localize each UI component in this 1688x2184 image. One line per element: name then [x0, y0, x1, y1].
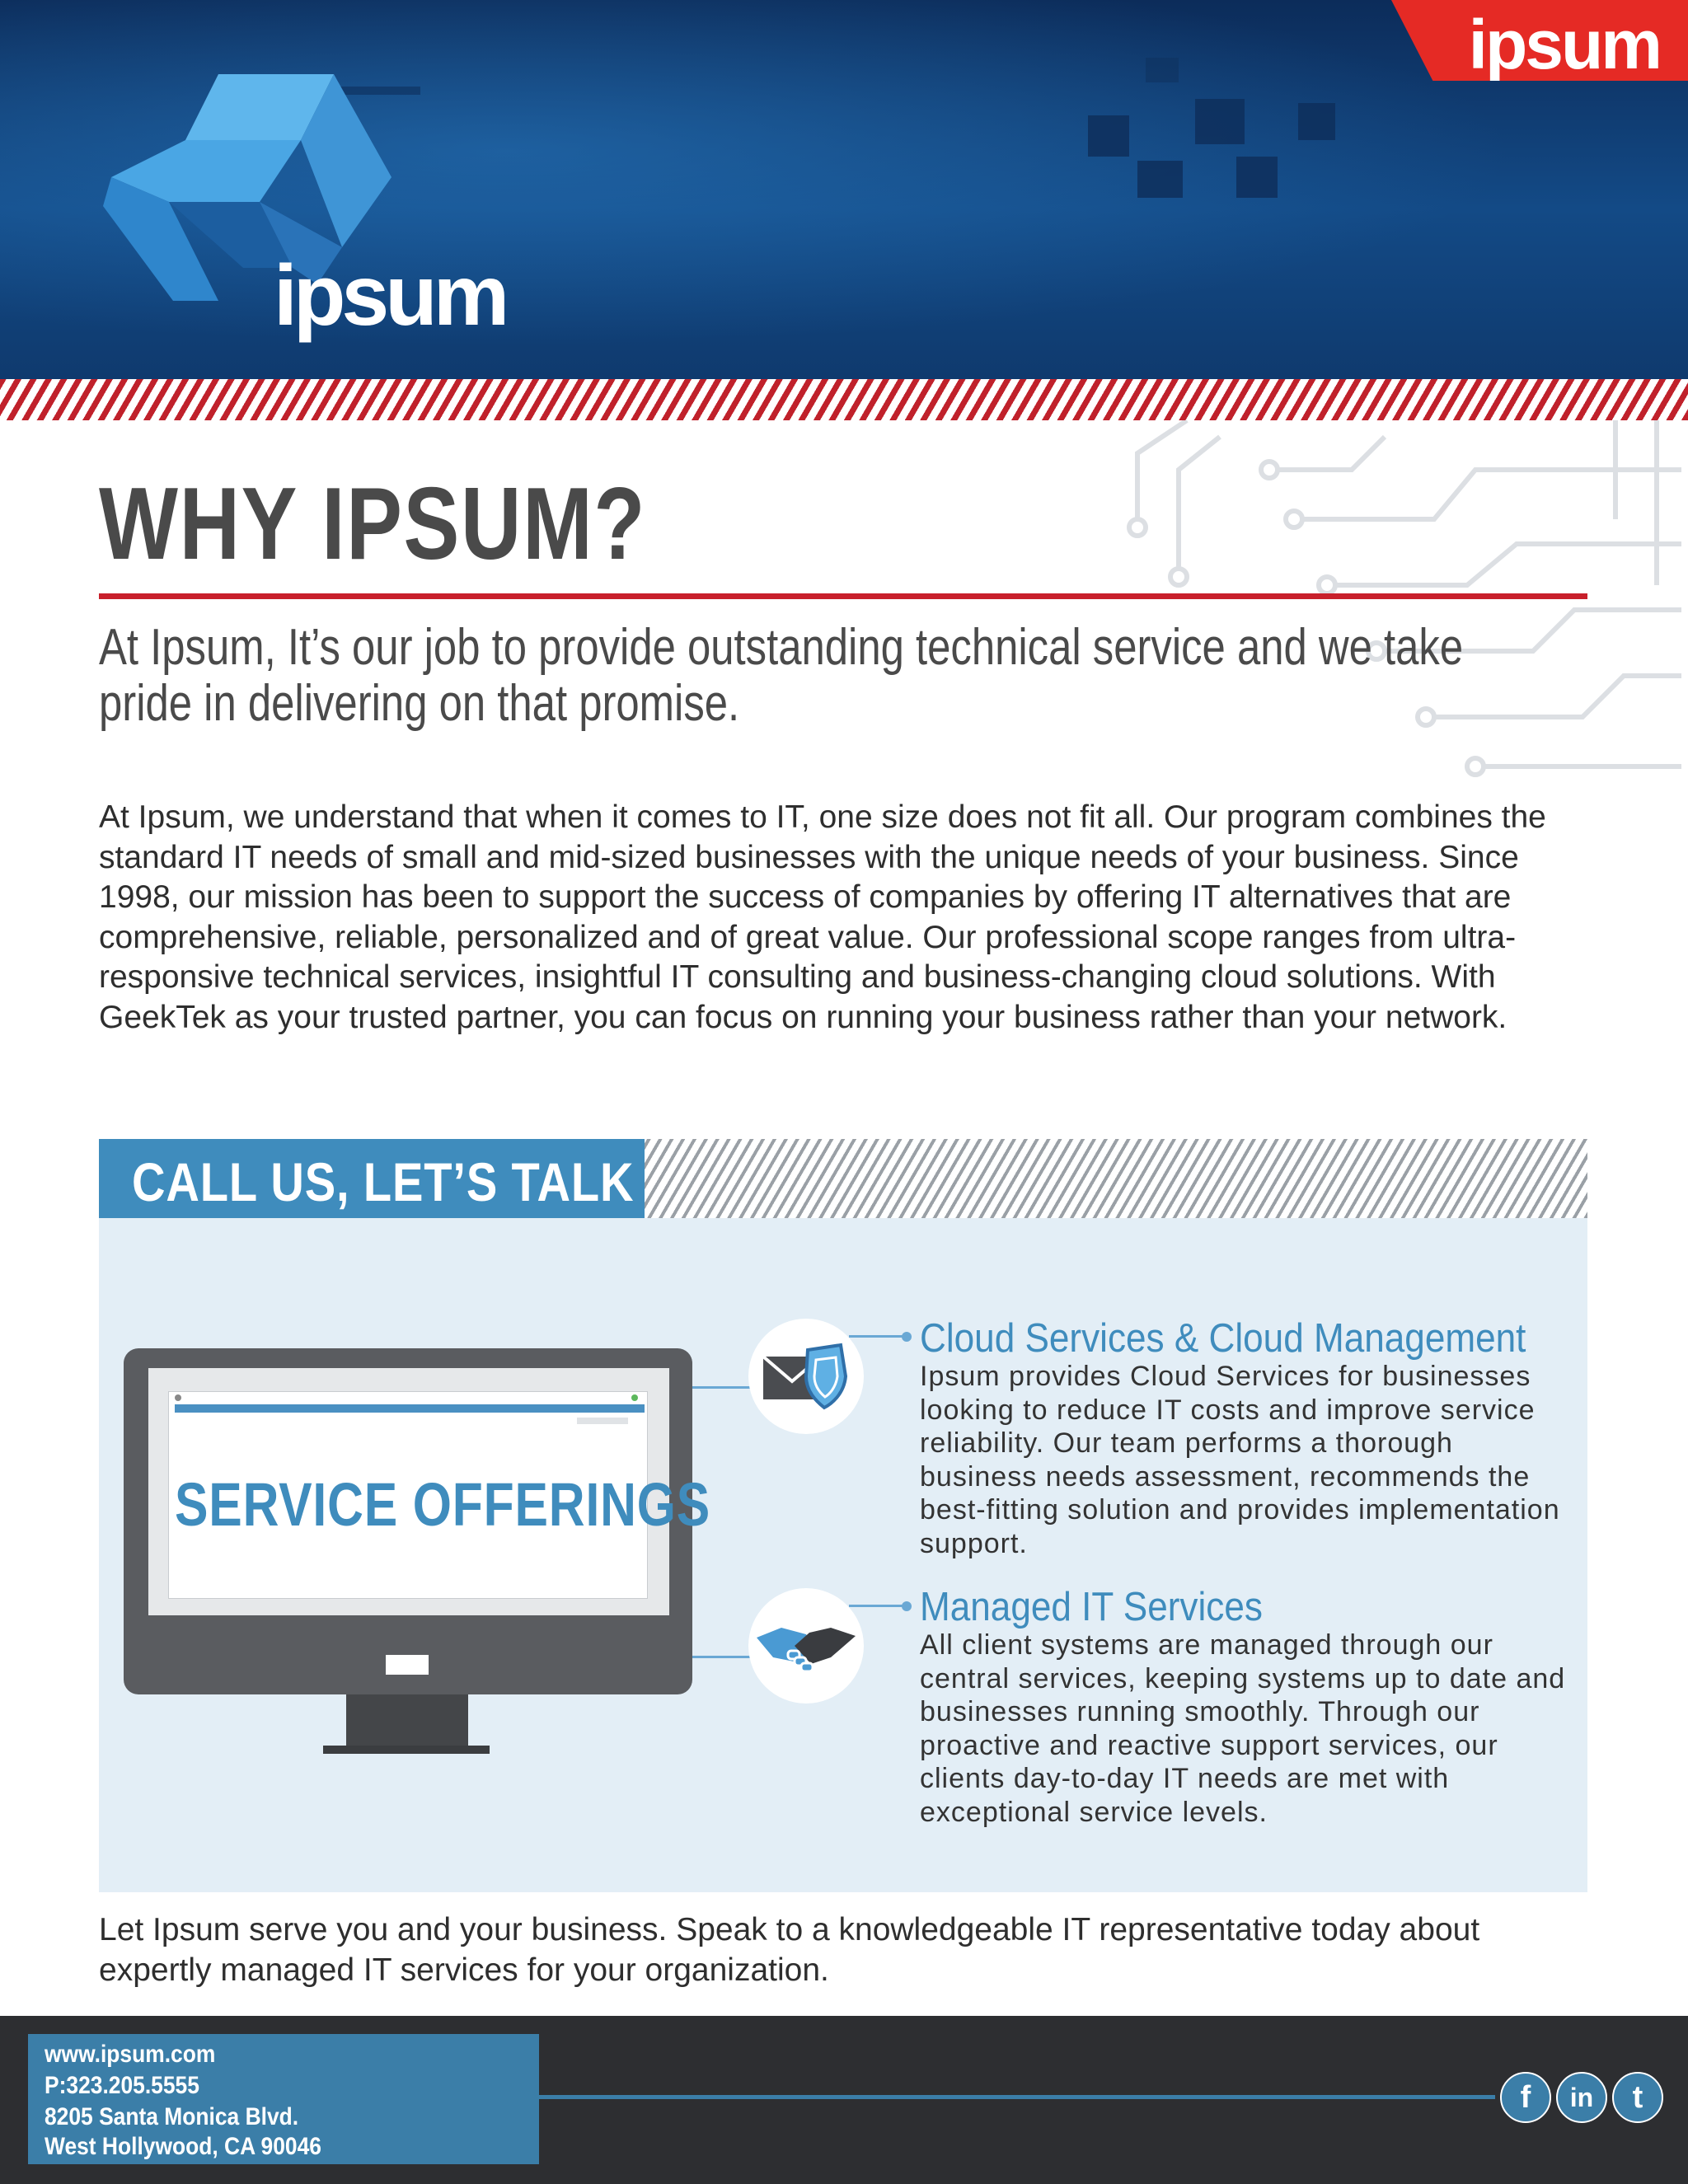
service-title-managed: Managed IT Services	[920, 1585, 1263, 1629]
contact-box: www.ipsum.com P:323.205.5555 8205 Santa …	[28, 2034, 539, 2164]
title-underline	[99, 593, 1587, 599]
cloud-service-bubble	[748, 1319, 864, 1434]
circuit-decoration	[1127, 420, 1681, 777]
browser-search-box	[577, 1418, 628, 1424]
brand-tab: ipsum	[1391, 0, 1688, 81]
linkedin-icon[interactable]: in	[1556, 2072, 1607, 2123]
address-line-2: West Hollywood, CA 90046	[45, 2133, 321, 2160]
browser-window	[168, 1391, 648, 1599]
connector-line	[692, 1656, 750, 1658]
connector-line	[849, 1335, 905, 1338]
page-subtitle: At Ipsum, It’s our job to provide outsta…	[99, 619, 1464, 732]
connector-line	[692, 1386, 750, 1389]
handshake-icon	[757, 1628, 856, 1673]
facebook-icon[interactable]: f	[1500, 2072, 1551, 2123]
service-offerings-text: SERVICE OFFERINGS	[175, 1470, 711, 1539]
header-banner	[0, 0, 1688, 379]
closing-paragraph: Let Ipsum serve you and your business. S…	[99, 1912, 1480, 1988]
service-title-cloud: Cloud Services & Cloud Management	[920, 1316, 1526, 1361]
monitor-stand	[346, 1694, 468, 1750]
banner-hatch-decoration	[645, 1139, 1587, 1218]
page-title: WHY IPSUM?	[99, 467, 647, 581]
connector-line	[849, 1605, 905, 1607]
red-stripe-divider	[0, 379, 1688, 420]
browser-status-dot	[631, 1394, 638, 1401]
envelope-shield-icon	[762, 1343, 848, 1410]
intro-paragraph: At Ipsum, we understand that when it com…	[99, 799, 1546, 1035]
phone-number[interactable]: P:323.205.5555	[45, 2072, 199, 2099]
browser-address-bar	[175, 1404, 645, 1413]
service-description-managed: All client systems are managed through o…	[920, 1629, 1566, 1828]
ipsum-logo-icon	[103, 74, 392, 301]
call-us-heading: CALL US, LET’S TALK IT	[132, 1151, 691, 1212]
connector-dot	[902, 1332, 912, 1342]
brand-tab-text: ipsum	[1468, 6, 1662, 83]
connector-dot	[902, 1601, 912, 1611]
monitor-base	[323, 1746, 490, 1754]
call-us-banner: CALL US, LET’S TALK IT	[99, 1139, 689, 1218]
website-link[interactable]: www.ipsum.com	[45, 2041, 216, 2068]
browser-dot	[175, 1394, 181, 1401]
monitor-power-button	[386, 1655, 429, 1675]
address-line-1: 8205 Santa Monica Blvd.	[45, 2103, 299, 2130]
managed-service-bubble	[748, 1588, 864, 1704]
twitter-icon[interactable]: t	[1612, 2072, 1663, 2123]
service-description-cloud: Ipsum provides Cloud Services for busine…	[920, 1361, 1560, 1559]
logo-wordmark: ipsum	[274, 248, 509, 344]
footer-divider-line	[539, 2095, 1495, 2099]
